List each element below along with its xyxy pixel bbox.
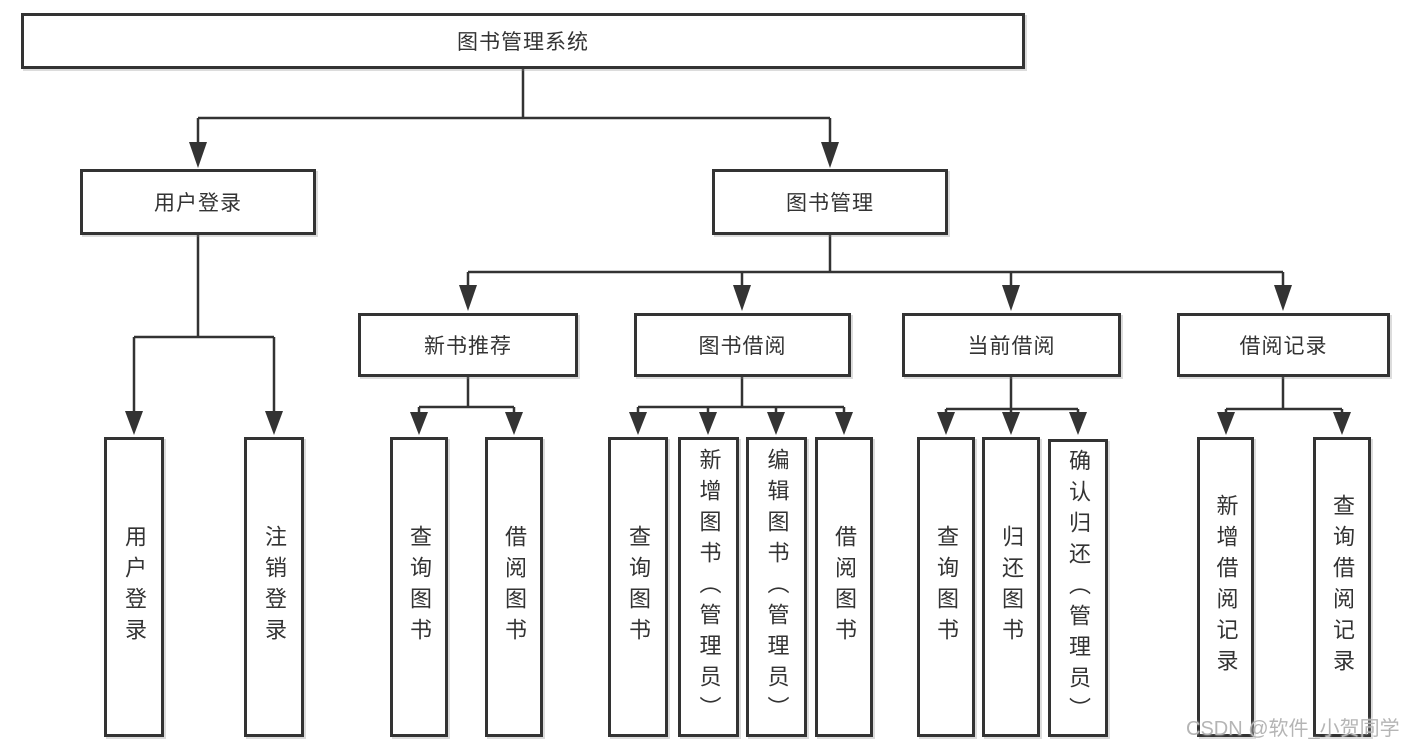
node-label: 借阅记录 — [1239, 335, 1328, 358]
arrowhead-icon — [189, 142, 207, 168]
node-label: 图书管理系统 — [457, 31, 589, 54]
node-book-borrow: 图书借阅 — [634, 313, 851, 377]
csdn-watermark: CSDN @软件_小贺同学 — [1186, 718, 1400, 740]
arrowhead-icon — [937, 412, 955, 435]
node-label: 用户登录 — [154, 192, 242, 215]
arrowhead-icon — [459, 285, 477, 311]
node-label: 查询图书 — [626, 525, 651, 649]
leaf-query-books-borrow: 查询图书 — [608, 437, 668, 737]
arrowhead-icon — [733, 285, 751, 311]
leaf-borrow-books: 借阅图书 — [815, 437, 873, 737]
leaf-borrow-books-recommend: 借阅图书 — [485, 437, 543, 737]
arrowhead-icon — [835, 412, 853, 435]
node-label: 当前借阅 — [967, 335, 1056, 358]
node-borrow-record: 借阅记录 — [1177, 313, 1390, 377]
node-label: 图书借阅 — [698, 335, 787, 358]
arrowhead-icon — [1002, 285, 1020, 311]
node-label: 图书管理 — [786, 192, 874, 215]
node-root-system: 图书管理系统 — [21, 13, 1025, 69]
node-new-book-recommend: 新书推荐 — [358, 313, 578, 377]
arrowhead-icon — [265, 411, 283, 435]
node-label: 新增借阅记录 — [1213, 494, 1239, 680]
arrowhead-icon — [1002, 412, 1020, 435]
node-label: 查询图书 — [407, 525, 432, 649]
node-label: 编辑图书（管理员） — [764, 447, 790, 727]
arrowhead-icon — [821, 142, 839, 168]
node-label: 查询借阅记录 — [1330, 494, 1355, 680]
leaf-return-books: 归还图书 — [982, 437, 1040, 737]
leaf-query-borrow-record: 查询借阅记录 — [1313, 437, 1371, 737]
node-current-borrow: 当前借阅 — [902, 313, 1121, 377]
arrowhead-icon — [125, 411, 143, 435]
arrowhead-icon — [1217, 412, 1235, 435]
arrowhead-icon — [629, 412, 647, 435]
node-label: 归还图书 — [999, 525, 1024, 649]
leaf-add-books-admin: 新增图书（管理员） — [678, 437, 739, 737]
arrowhead-icon — [767, 412, 785, 435]
arrowhead-icon — [410, 412, 428, 435]
leaf-confirm-return-admin: 确认归还（管理员） — [1048, 439, 1108, 737]
node-label: 新增图书（管理员） — [696, 447, 722, 727]
node-label: 借阅图书 — [832, 525, 857, 649]
leaf-query-books-recommend: 查询图书 — [390, 437, 448, 737]
node-label: 确认归还（管理员） — [1066, 448, 1091, 728]
leaf-add-borrow-record: 新增借阅记录 — [1197, 437, 1254, 737]
node-label: 借阅图书 — [502, 525, 527, 649]
leaf-edit-books-admin: 编辑图书（管理员） — [746, 437, 807, 737]
arrowhead-icon — [1333, 412, 1351, 435]
leaf-user-login: 用户登录 — [104, 437, 164, 737]
arrowhead-icon — [505, 412, 523, 435]
node-book-management: 图书管理 — [712, 169, 948, 235]
leaf-logout: 注销登录 — [244, 437, 304, 737]
node-label: 新书推荐 — [424, 335, 512, 358]
arrowhead-icon — [1274, 285, 1292, 311]
leaf-query-books-current: 查询图书 — [917, 437, 975, 737]
node-label: 注销登录 — [262, 525, 287, 649]
node-label: 用户登录 — [122, 525, 147, 649]
node-user-login: 用户登录 — [80, 169, 316, 235]
node-label: 查询图书 — [934, 525, 959, 649]
arrowhead-icon — [1069, 412, 1087, 435]
arrowhead-icon — [699, 412, 717, 435]
